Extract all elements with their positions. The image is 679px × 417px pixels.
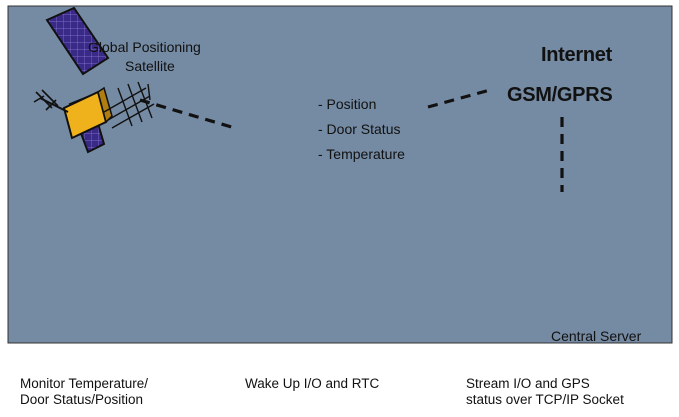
cloud-link [427,88,491,109]
satellite-label: Global Positioning Satellite [88,38,201,76]
device-info-door-status: - Door Status [318,121,401,137]
process-step-2: Wake Up I/O and RTC [245,376,379,392]
connection-lines [139,88,564,192]
device-info-position: - Position [318,96,377,112]
process-step-1-line1: Monitor Temperature/ [20,376,149,391]
satellite-icon [33,6,155,154]
server-label: Central Server [551,328,642,344]
process-step-3-line2: status over TCP/IP Socket [466,392,624,407]
satellite-label-line1: Global Positioning [88,39,201,55]
device-info-temperature: - Temperature [318,146,405,162]
cloud-label-internet: Internet [541,44,612,66]
cloud-label-gsm: GSM/GPRS [507,84,613,106]
process-step-2-line1: Wake Up I/O and RTC [245,376,380,391]
process-step-1-line2: Door Status/Position [20,392,144,407]
satellite-label-line2: Satellite [125,58,175,74]
process-step-3: Stream I/O and GPS status over TCP/IP So… [466,376,624,408]
process-step-3-line1: Stream I/O and GPS [466,376,590,391]
device-info-list: - Position - Door Status - Temperature [318,92,405,167]
process-step-1: Monitor Temperature/ Door Status/Positio… [20,376,148,408]
